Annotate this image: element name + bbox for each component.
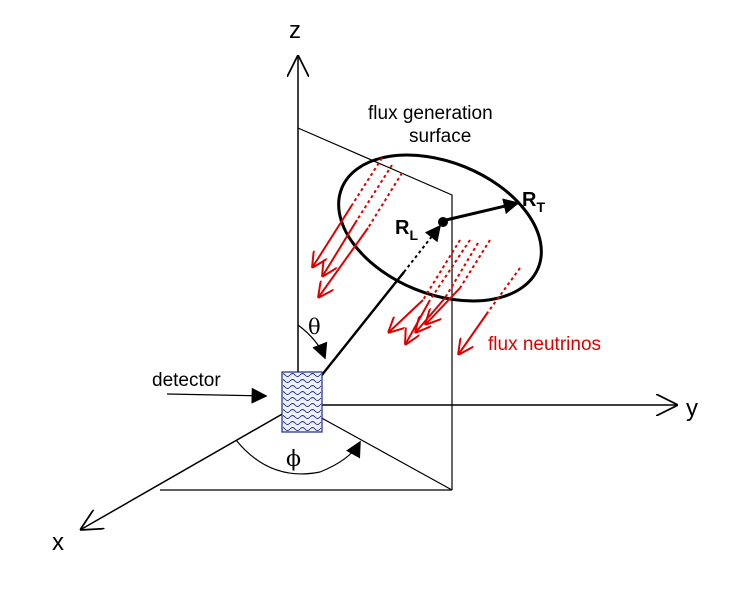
detector-pointer-arrow (166, 387, 268, 404)
flux-neutrinos-label: flux neutrinos (488, 334, 601, 355)
flux-generation-surface (337, 153, 543, 303)
phi-angle-arc (235, 439, 361, 475)
x-axis-label: x (52, 529, 64, 556)
y-axis-label: y (686, 395, 698, 422)
rt-label: RT (522, 189, 545, 215)
surface-center-point (438, 217, 448, 227)
projection-lines-base (160, 404, 453, 491)
z-axis-label: z (289, 17, 301, 44)
theta-label: θ (308, 315, 321, 339)
rl-vector (403, 224, 441, 273)
surface-label-line2: surface (409, 126, 471, 147)
rl-label: RL (395, 217, 418, 243)
flux-neutrino-lines (312, 157, 521, 355)
phi-label: ϕ (286, 447, 301, 472)
rt-vector (445, 198, 520, 222)
detector-wave-fill (283, 373, 321, 431)
theta-angle-arc (297, 324, 328, 360)
surface-label-line1: flux generation (368, 103, 493, 124)
projection-lines-top (297, 127, 453, 490)
x-axis (80, 404, 299, 530)
detector-label: detector (152, 370, 221, 391)
